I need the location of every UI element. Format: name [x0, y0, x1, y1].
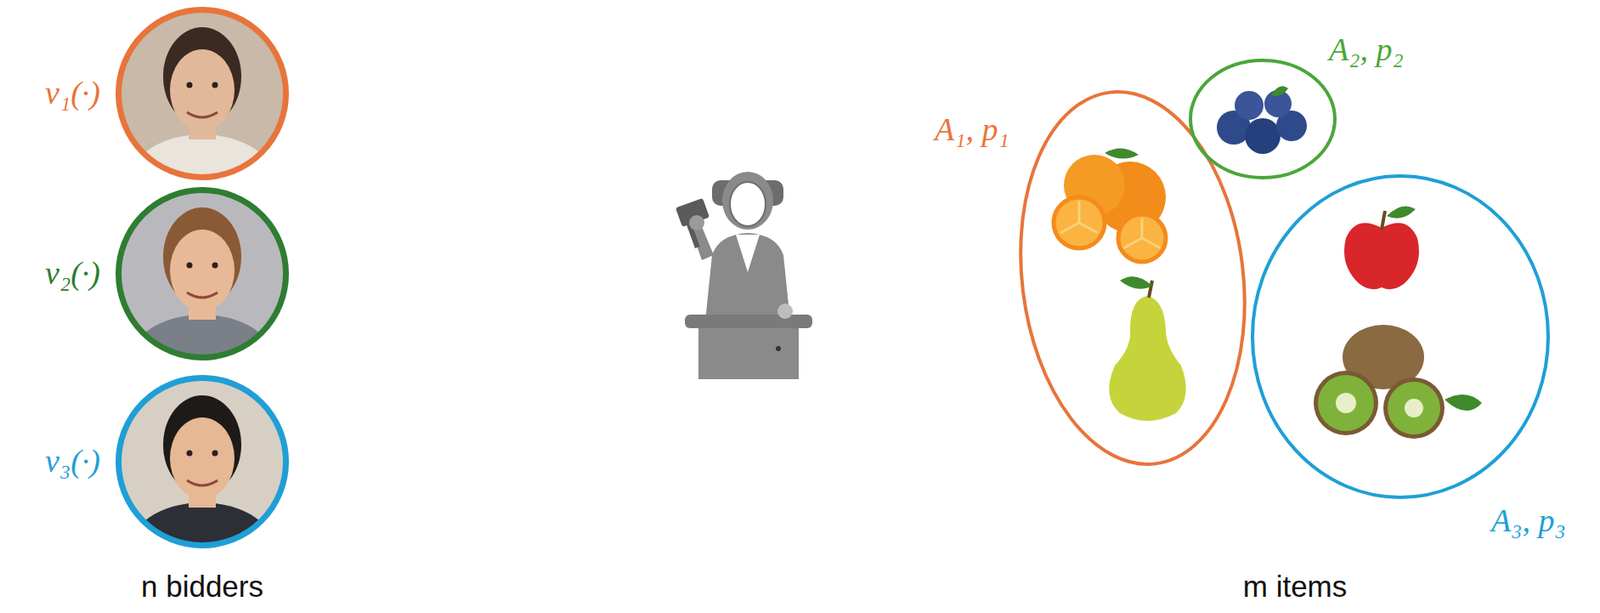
bidder-circle: v₁(·) [115, 6, 289, 181]
bundle-label: A₂, p₂ [1328, 32, 1404, 68]
kiwi-fruit [1313, 324, 1482, 439]
bundle-outline [1249, 173, 1551, 500]
portrait [115, 6, 289, 181]
bundle-label: A₃, p₃ [1491, 503, 1567, 539]
valuation-label: v₃(·) [45, 443, 101, 480]
bundle-outline [1019, 88, 1246, 468]
caption-label: n bidders [141, 570, 264, 604]
caption-label: m items [1243, 570, 1348, 604]
pear-fruit [1108, 276, 1187, 421]
valuation-label: v₂(·) [45, 255, 101, 292]
blueberry-fruit [1216, 85, 1307, 154]
item-bundle: A₁, p₁ [1019, 88, 1246, 468]
item-bundle: A₃, p₃ [1249, 173, 1551, 500]
bidder-circle: v₂(·) [115, 186, 289, 361]
bundle-outline [1187, 57, 1338, 181]
auctioneer-icon [675, 171, 813, 379]
item-bundle: A₂, p₂ [1187, 57, 1338, 181]
bundle-label: A₁, p₁ [934, 112, 1010, 148]
apple-fruit [1344, 205, 1420, 289]
portrait [115, 374, 289, 549]
bidder-circle: v₃(·) [115, 374, 289, 549]
orange-fruit [1053, 147, 1166, 262]
valuation-label: v₁(·) [45, 75, 101, 112]
portrait [115, 186, 289, 361]
